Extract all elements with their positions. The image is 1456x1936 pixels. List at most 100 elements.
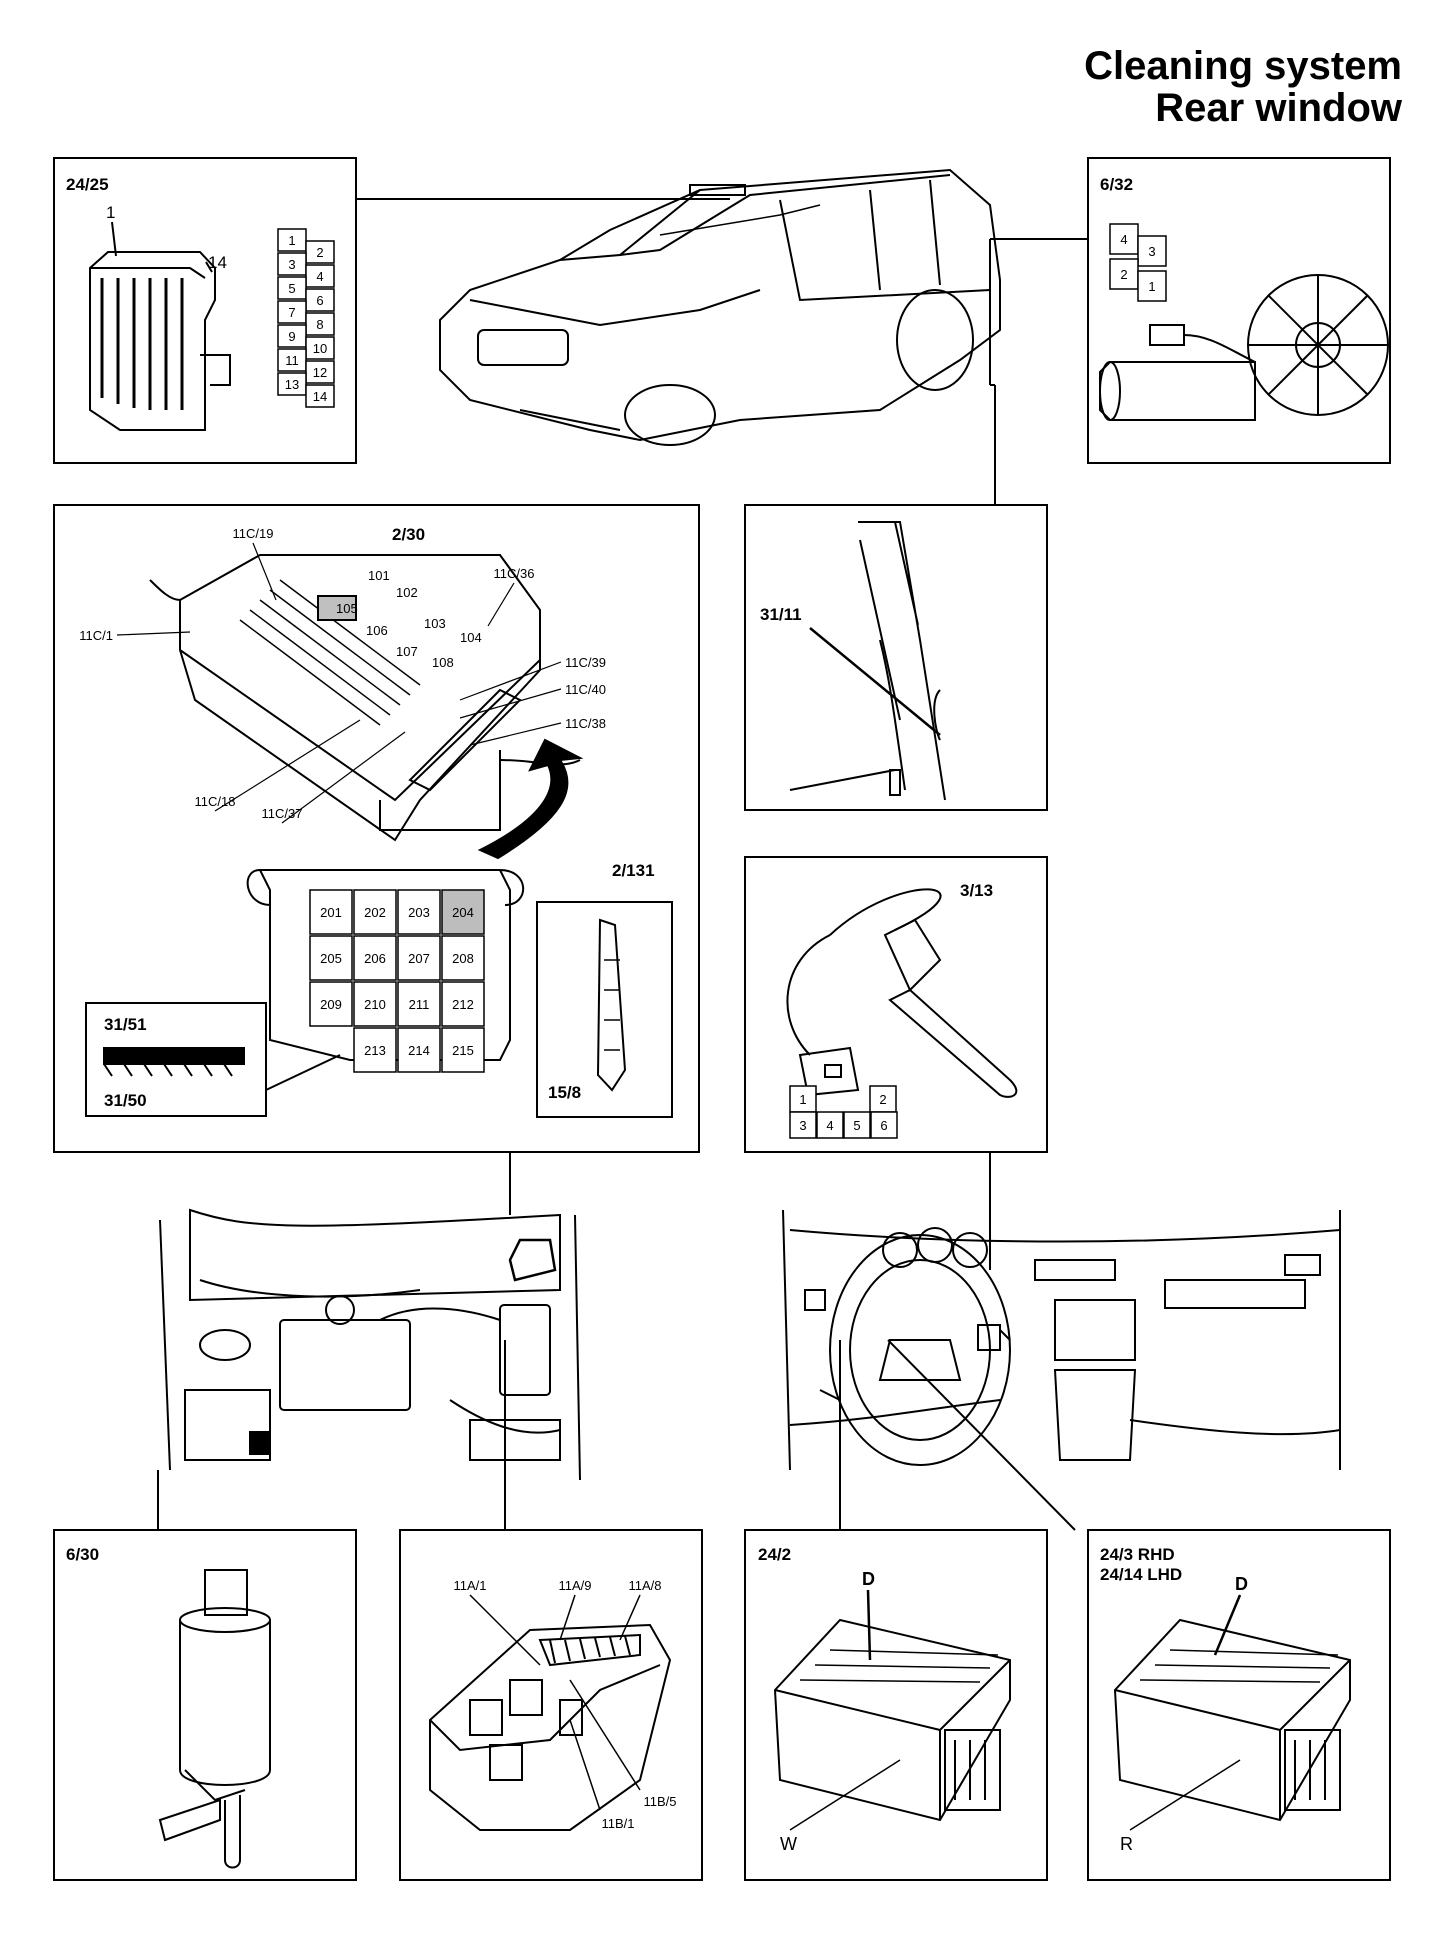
svg-text:11C/37: 11C/37 bbox=[262, 806, 303, 821]
fuse-202: 202 bbox=[353, 889, 397, 935]
svg-text:207: 207 bbox=[408, 951, 430, 966]
callout-11C-40: 11C/40 bbox=[459, 682, 606, 719]
marker-w-24-2: W bbox=[780, 1834, 797, 1854]
page-title-line1: Cleaning system bbox=[1084, 44, 1402, 88]
engine-bay-drawing bbox=[159, 1208, 581, 1481]
svg-text:11C/39: 11C/39 bbox=[565, 655, 606, 670]
callout-11C-37: 11C/37 bbox=[262, 731, 406, 824]
pin-6-32-2: 2 bbox=[1109, 258, 1139, 290]
car-drawing bbox=[439, 168, 1001, 446]
svg-text:3: 3 bbox=[288, 257, 295, 272]
svg-text:2: 2 bbox=[1120, 267, 1127, 282]
pin-6-32-1: 1 bbox=[1137, 270, 1167, 302]
connector-24-3-drawing bbox=[1113, 1594, 1351, 1831]
relay-108: 108 bbox=[432, 655, 454, 670]
pin-6-32-4: 4 bbox=[1109, 223, 1139, 255]
connector-24-25-drawing bbox=[89, 221, 231, 431]
connector-31-50-panel bbox=[85, 1002, 341, 1117]
relay-box-drawing bbox=[429, 1594, 672, 1831]
callout-11C-39: 11C/39 bbox=[459, 655, 606, 701]
pillar-drawing bbox=[789, 521, 946, 801]
fuse-206: 206 bbox=[353, 935, 397, 981]
svg-text:7: 7 bbox=[288, 305, 295, 320]
svg-text:212: 212 bbox=[452, 997, 474, 1012]
svg-text:13: 13 bbox=[285, 377, 299, 392]
svg-text:4: 4 bbox=[316, 269, 323, 284]
svg-text:201: 201 bbox=[320, 905, 342, 920]
pin-3-13-3: 3 bbox=[789, 1111, 817, 1139]
svg-text:14: 14 bbox=[313, 389, 327, 404]
pin-last-label: 14 bbox=[208, 253, 227, 272]
pin-6-32-3: 3 bbox=[1137, 235, 1167, 267]
fuse-210: 210 bbox=[353, 981, 397, 1027]
fuse-panel-2-131-label: 2/131 bbox=[612, 861, 655, 880]
pin-3-13-4: 4 bbox=[816, 1111, 844, 1139]
svg-text:203: 203 bbox=[408, 905, 430, 920]
svg-text:1: 1 bbox=[799, 1092, 806, 1107]
callout-11B-1: 11B/1 bbox=[601, 1816, 634, 1831]
pin-grid-6-32: 432 1 bbox=[1109, 223, 1167, 302]
panel-31-11-label: 31/11 bbox=[760, 605, 802, 624]
pin-24-25-13: 13 bbox=[277, 372, 307, 396]
svg-text:214: 214 bbox=[408, 1043, 430, 1058]
fuse-213: 213 bbox=[353, 1027, 397, 1073]
panel-11A bbox=[399, 1529, 703, 1881]
pin-first-label: 1 bbox=[106, 203, 115, 222]
fuse-214: 214 bbox=[397, 1027, 441, 1073]
pin-24-25-11: 11 bbox=[277, 348, 307, 372]
svg-text:6: 6 bbox=[880, 1118, 887, 1133]
panel-6-32 bbox=[1087, 157, 1391, 464]
pin-24-25-10: 10 bbox=[305, 336, 335, 360]
panel-24-2 bbox=[744, 1529, 1048, 1881]
callout-11A-9: 11A/9 bbox=[558, 1578, 591, 1593]
panel-2-30-label: 2/30 bbox=[392, 525, 425, 544]
pin-3-13-6: 6 bbox=[870, 1111, 898, 1139]
fuse-212: 212 bbox=[441, 981, 485, 1027]
svg-text:1: 1 bbox=[1148, 279, 1155, 294]
callouts-2-30: 11C/1911C/111C/3611C/3911C/4011C/3811C/1… bbox=[79, 526, 606, 824]
panel-2-30 bbox=[53, 504, 700, 1153]
pin-24-25-8: 8 bbox=[305, 312, 335, 336]
panel-24-3-label-line2: 24/14 LHD bbox=[1100, 1565, 1182, 1584]
panel-3-13-label: 3/13 bbox=[960, 881, 993, 900]
callout-11C-18: 11C/18 bbox=[195, 719, 361, 812]
svg-text:5: 5 bbox=[853, 1118, 860, 1133]
callout-11A-1: 11A/1 bbox=[453, 1578, 486, 1593]
relay-105: 105 bbox=[336, 601, 358, 616]
panel-24-3 bbox=[1087, 1529, 1391, 1881]
svg-text:2: 2 bbox=[316, 245, 323, 260]
pin-3-13-2: 2 bbox=[869, 1085, 897, 1113]
svg-text:1: 1 bbox=[288, 233, 295, 248]
pin-24-25-7: 7 bbox=[277, 300, 307, 324]
panel-24-25 bbox=[53, 157, 357, 464]
pin-24-25-4: 4 bbox=[305, 264, 335, 288]
pin-24-25-9: 9 bbox=[277, 324, 307, 348]
pin-3-13-1: 1 bbox=[789, 1085, 817, 1113]
callout-11C-1: 11C/1 bbox=[79, 628, 191, 643]
callout-11A-8: 11A/8 bbox=[628, 1578, 661, 1593]
pin-24-25-6: 6 bbox=[305, 288, 335, 312]
svg-text:208: 208 bbox=[452, 951, 474, 966]
svg-text:215: 215 bbox=[452, 1043, 474, 1058]
dashboard-drawing bbox=[782, 1209, 1341, 1471]
svg-text:3: 3 bbox=[799, 1118, 806, 1133]
svg-text:204: 204 bbox=[452, 905, 474, 920]
strip-15-8-label: 15/8 bbox=[548, 1083, 581, 1102]
panel-6-30-label: 6/30 bbox=[66, 1545, 99, 1564]
pin-24-25-12: 12 bbox=[305, 360, 335, 384]
pin-3-13-5: 5 bbox=[843, 1111, 871, 1139]
svg-text:11C/38: 11C/38 bbox=[565, 716, 606, 731]
callout-11C-38: 11C/38 bbox=[469, 716, 606, 746]
svg-text:205: 205 bbox=[320, 951, 342, 966]
svg-text:5: 5 bbox=[288, 281, 295, 296]
relay-106: 106 bbox=[366, 623, 388, 638]
fuse-205: 205 bbox=[309, 935, 353, 981]
panel-24-2-label: 24/2 bbox=[758, 1545, 791, 1564]
svg-text:4: 4 bbox=[1120, 232, 1127, 247]
